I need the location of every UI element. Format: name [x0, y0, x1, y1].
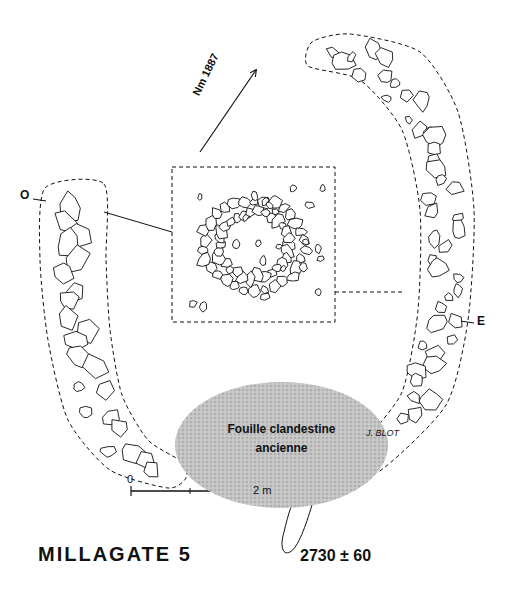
stone	[436, 175, 447, 186]
radiocarbon-date: 2730 ± 60	[300, 547, 371, 565]
stone	[419, 389, 443, 410]
stone	[315, 244, 321, 254]
stone	[449, 313, 463, 327]
stone	[198, 194, 202, 201]
stone	[405, 116, 412, 124]
excavation-square	[172, 167, 335, 322]
leader-line	[104, 212, 172, 232]
stone	[317, 256, 324, 261]
stone	[256, 240, 262, 246]
stone	[413, 91, 429, 112]
stone	[454, 274, 464, 283]
stone	[80, 406, 92, 417]
stone	[429, 230, 440, 248]
disturbed-area-shape	[175, 382, 388, 508]
stone	[303, 239, 309, 245]
author-signature: J. BLOT	[366, 428, 399, 438]
stone	[221, 274, 233, 286]
stone	[352, 68, 366, 82]
stone	[283, 233, 295, 243]
scale-length: 2 m	[253, 484, 271, 496]
stone	[100, 447, 117, 458]
stone	[390, 79, 399, 88]
stone	[421, 193, 437, 206]
stone	[190, 301, 198, 308]
stone	[348, 52, 356, 62]
north-label: Nm 1887	[190, 51, 221, 97]
scale-start: 0	[127, 473, 133, 485]
stone	[445, 293, 453, 301]
stone	[232, 267, 243, 277]
stone	[425, 203, 438, 218]
stone	[59, 306, 78, 331]
stone	[447, 335, 457, 344]
stone	[260, 293, 270, 300]
stone	[53, 263, 74, 284]
stone	[251, 191, 258, 200]
area-label: Fouille clandestine ancienne	[217, 420, 347, 458]
stone	[269, 280, 281, 293]
stone	[299, 263, 307, 272]
stone	[214, 248, 223, 257]
stone	[320, 184, 325, 191]
scale-bar	[130, 486, 131, 496]
stone	[408, 407, 422, 423]
stone	[296, 228, 308, 236]
stone	[407, 391, 419, 403]
stone	[276, 244, 282, 249]
stone	[435, 301, 446, 312]
stone	[428, 142, 441, 155]
stone	[305, 202, 315, 209]
stone	[144, 462, 158, 477]
stone	[400, 90, 413, 102]
stone	[397, 413, 408, 424]
stone	[418, 341, 427, 350]
stone	[410, 373, 422, 386]
stone	[112, 420, 127, 437]
stone	[74, 382, 85, 392]
stone	[299, 235, 309, 246]
stone-band-outline	[39, 179, 186, 488]
stone	[82, 354, 108, 379]
stone	[280, 265, 286, 271]
stone	[199, 302, 206, 312]
stone	[378, 70, 392, 82]
stone	[300, 246, 313, 255]
stone	[315, 288, 321, 295]
scale-bar	[190, 488, 191, 494]
stone	[243, 215, 249, 222]
stone	[227, 198, 240, 209]
east-marker: E	[477, 314, 485, 328]
orientation-tick	[33, 199, 46, 201]
stone	[427, 258, 449, 277]
disturbed-area: Fouille clandestine ancienne	[174, 381, 389, 509]
stone	[96, 381, 114, 401]
stone	[427, 315, 448, 332]
stone	[375, 48, 393, 68]
stone	[285, 272, 299, 281]
stone	[290, 185, 296, 192]
stone	[239, 287, 248, 295]
site-title: MILLAGATE 5	[38, 543, 192, 566]
stone	[454, 284, 463, 298]
stone	[453, 220, 465, 238]
stone	[446, 182, 464, 195]
stone	[439, 240, 452, 253]
stone	[260, 256, 266, 266]
stone	[272, 209, 279, 215]
stone	[266, 202, 273, 208]
stone	[60, 292, 79, 309]
stone	[197, 252, 211, 266]
stone	[332, 52, 356, 69]
stone	[381, 95, 391, 102]
stone	[261, 286, 269, 294]
west-marker: O	[20, 188, 29, 202]
leader-line	[335, 292, 404, 293]
north-arrow	[200, 70, 256, 152]
stone	[232, 239, 240, 248]
